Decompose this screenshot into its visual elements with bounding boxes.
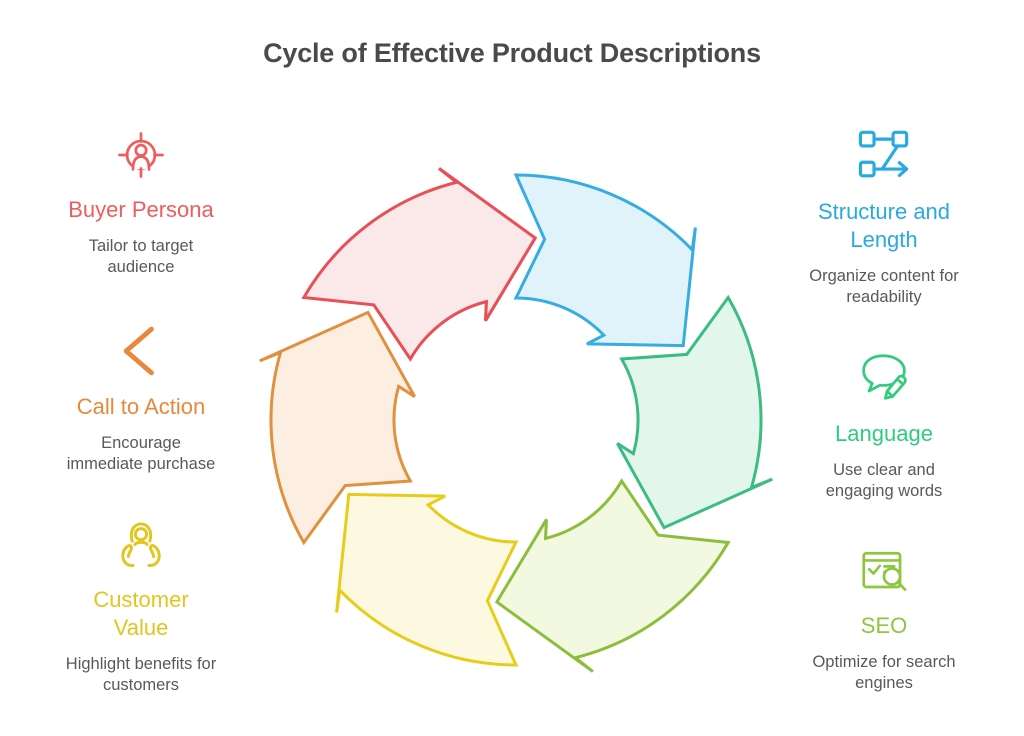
item-title: Buyer Persona bbox=[68, 197, 214, 222]
item-title: SEO bbox=[860, 613, 908, 638]
browser-search-icon bbox=[764, 544, 1004, 598]
page-title: Cycle of Effective Product Descriptions bbox=[263, 38, 761, 68]
person-target-icon bbox=[21, 128, 261, 182]
chevron-left-icon bbox=[21, 323, 261, 379]
flowchart-icon bbox=[764, 126, 1004, 184]
cycle-arrow-customer-value bbox=[335, 492, 518, 667]
cycle-diagram bbox=[236, 140, 796, 700]
item-title: Call to Action bbox=[76, 394, 206, 419]
person-in-hands-icon bbox=[21, 516, 261, 572]
speech-bubble-pencil-icon bbox=[764, 348, 1004, 406]
cycle-arrow-structure-length bbox=[514, 173, 697, 348]
item-title: Language bbox=[835, 421, 933, 446]
